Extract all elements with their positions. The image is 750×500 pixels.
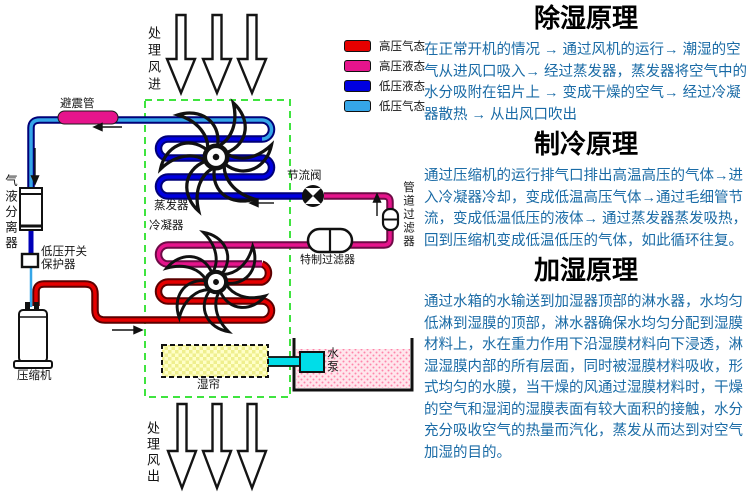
throttle-valve-label: 节流阀	[287, 170, 322, 182]
cooling-title: 制冷原理	[533, 129, 638, 159]
dehumidify-title: 除湿原理	[533, 3, 638, 33]
compressor-label: 压缩机	[17, 370, 52, 382]
air-in-arrows	[165, 13, 268, 97]
dehumidify-body: 在正常开机的情况 → 通过风机的运行→ 潮湿的空气从进风口吸入→ 经过蒸发器，蒸…	[424, 42, 748, 123]
legend-swatch-lp-liquid	[344, 80, 371, 92]
evaporator-coil	[156, 137, 303, 198]
pipe-filter-label: 管道过滤器	[402, 181, 414, 249]
legend-label: 低压气态	[379, 101, 425, 113]
wet-curtain-label: 湿帘	[197, 379, 220, 391]
separator-label: 气液分离器	[3, 174, 17, 252]
water-pump-label: 水泵	[326, 347, 338, 374]
legend-swatch-lp-gas	[344, 100, 371, 112]
air-arrow	[201, 13, 233, 97]
air-out-arrows	[166, 402, 268, 492]
legend-item: 低压气态	[344, 100, 425, 113]
special-filter-label: 特制过滤器	[300, 254, 355, 266]
flow-arrow-left	[92, 122, 122, 132]
air-out-label: 处理风出	[145, 421, 160, 485]
legend-item: 低压液态	[344, 80, 425, 93]
legend-swatch-hp-liquid	[344, 60, 371, 72]
lp-switch-label-line1: 低压开关	[41, 246, 87, 258]
air-arrow	[166, 402, 198, 492]
condenser-coil-liquid	[156, 194, 392, 266]
principles-text-column: 除湿原理 在正常开机的情况 → 通过风机的运行→ 潮湿的空气从进风口吸入→ 经过…	[424, 0, 748, 466]
lp-switch-label-line2: 保护器	[41, 259, 76, 271]
condenser-coil-hot	[34, 262, 274, 322]
evaporator-label: 蒸发器	[154, 200, 189, 212]
legend-label: 高压气态	[379, 41, 425, 53]
refrigerant-pipes	[27, 116, 394, 324]
air-arrow	[201, 402, 233, 492]
water-pump-symbol	[299, 351, 325, 373]
separator-symbol	[19, 187, 43, 231]
flow-arrow-down	[30, 148, 40, 186]
flow-arrow-into-evaporator	[248, 198, 274, 208]
cooling-body: 通过压缩机的运行排气口排出高温高压的气体→进入冷凝器冷却，变成低温高压气体→通过…	[424, 168, 748, 249]
humidify-body: 通过水箱的水输送到加湿器顶部的淋水器，水均匀低淋到湿膜的顶部，淋水器确保水均匀分…	[424, 294, 743, 461]
pump-suction-pipe	[265, 356, 303, 367]
special-filter-symbol	[306, 227, 354, 254]
vibration-damper-symbol	[57, 110, 119, 125]
air-arrow	[165, 13, 197, 97]
legend-label: 低压液态	[379, 81, 425, 93]
air-in-label: 处理风进	[146, 26, 161, 94]
flow-arrow-up	[372, 192, 382, 216]
flow-arrows	[30, 122, 382, 335]
pipe-filter-symbol	[381, 207, 400, 232]
legend-item: 高压气态	[344, 40, 425, 53]
legend-swatch-hp-gas	[344, 40, 371, 52]
compressor-symbol	[13, 302, 53, 369]
flow-arrow-right	[112, 325, 144, 335]
legend-item: 高压液态	[344, 60, 425, 73]
legend-label: 高压液态	[379, 61, 425, 73]
air-arrow	[236, 13, 268, 97]
legend: 高压气态 高压液态 低压液态 低压气态	[344, 40, 425, 120]
throttle-valve-symbol	[302, 185, 324, 207]
lp-switch-symbol	[20, 252, 40, 269]
hp-gas-pipe-casing	[32, 260, 276, 324]
humidify-title: 加湿原理	[533, 255, 638, 285]
condenser-label: 冷凝器	[149, 220, 184, 232]
wet-curtain-symbol	[161, 344, 269, 378]
lp-gas-pipe	[29, 118, 274, 187]
damper-label: 避震管	[60, 98, 95, 110]
air-arrow	[236, 402, 268, 492]
